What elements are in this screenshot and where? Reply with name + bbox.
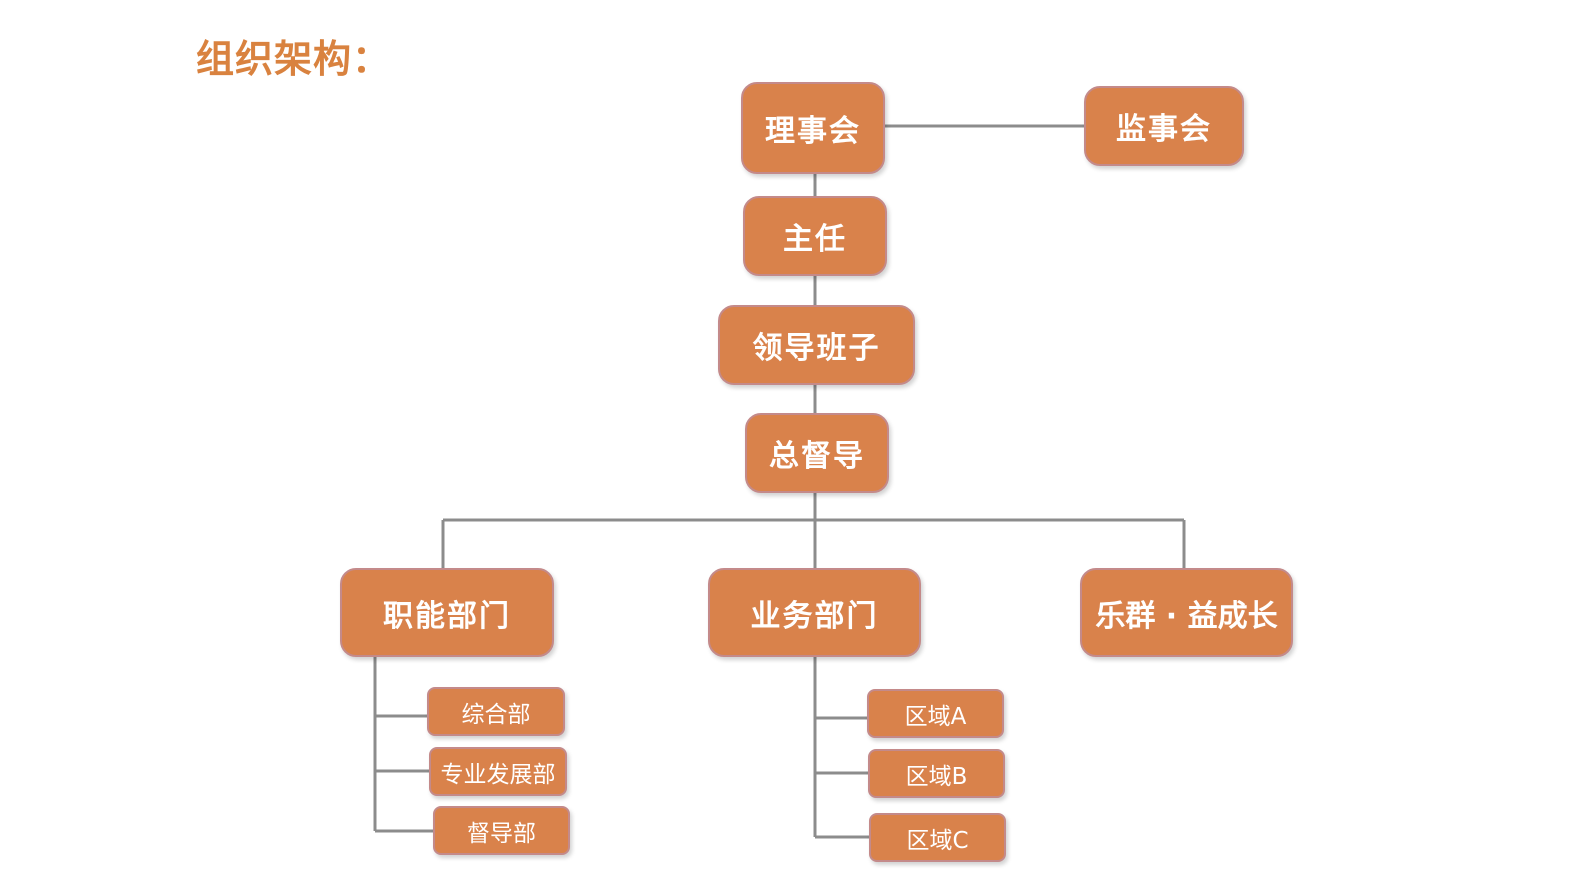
node-functional-departments: 职能部门	[340, 568, 554, 657]
node-region-c: 区域C	[869, 813, 1006, 862]
node-leadership-team: 领导班子	[718, 305, 915, 385]
node-supervisory-board: 监事会	[1084, 86, 1244, 166]
node-region-a: 区域A	[867, 689, 1004, 738]
node-board: 理事会	[741, 82, 885, 174]
node-professional-development: 专业发展部	[429, 747, 567, 796]
page-title: 组织架构：	[196, 37, 392, 81]
node-business-departments: 业务部门	[708, 568, 921, 657]
node-director: 主任	[743, 196, 887, 276]
node-general-office: 综合部	[427, 687, 565, 736]
node-region-b: 区域B	[868, 749, 1005, 798]
node-supervision-department: 督导部	[433, 806, 570, 855]
node-lequn-growth: 乐群 · 益成长	[1080, 568, 1293, 657]
node-chief-supervisor: 总督导	[745, 413, 889, 493]
